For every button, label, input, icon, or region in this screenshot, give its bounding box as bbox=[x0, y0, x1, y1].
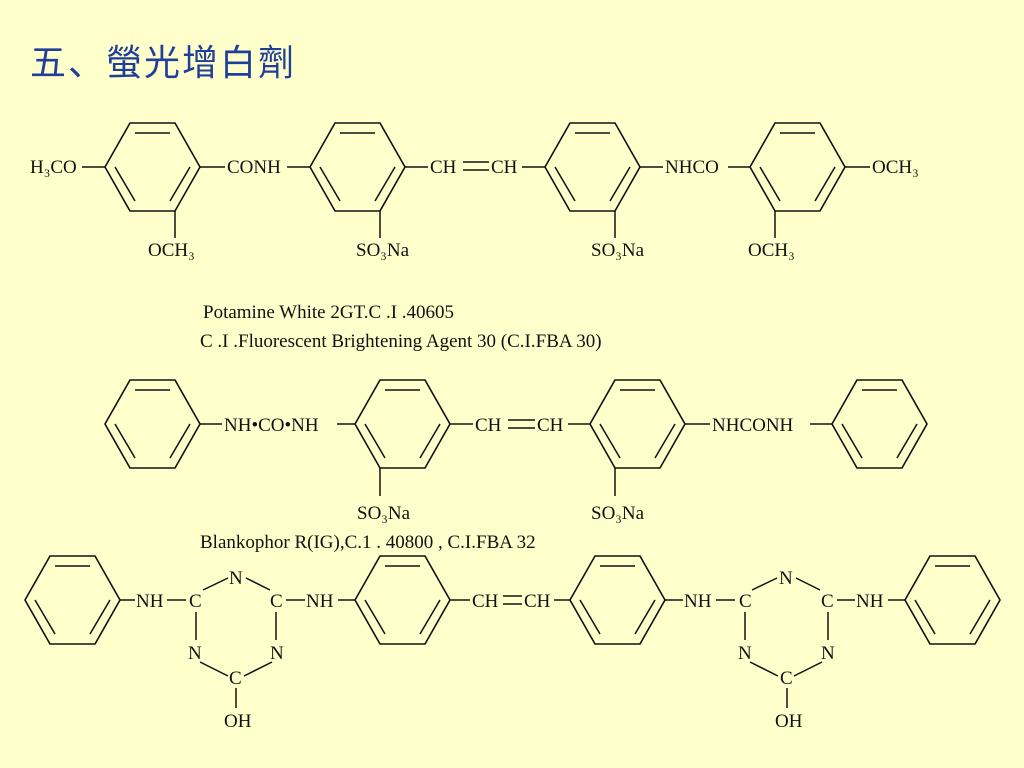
s3-right-triazine-bonds bbox=[744, 577, 829, 708]
s1-label-och3-sub-left: OCH₃ bbox=[148, 240, 195, 261]
s2-ring-3-inner bbox=[599, 389, 676, 459]
structure-triazine-stilbene: NH C N C NH N N C OH CH CH NH C N C NH N… bbox=[24, 555, 1001, 732]
s1-caption-line-1: Potamine White 2GT.C .I .40605 bbox=[203, 302, 454, 323]
s1-label-conh: CONH bbox=[227, 157, 281, 178]
s3-ring-2-inner bbox=[364, 565, 441, 635]
s3-label-nh-3: NH bbox=[684, 591, 712, 612]
s3-label-nh-1: NH bbox=[136, 591, 164, 612]
s1-label-so3na-right: SO₃Na bbox=[591, 240, 645, 261]
s2-label-nhconh-right: NHCONH bbox=[712, 415, 794, 436]
s3-left-triazine-bonds bbox=[195, 577, 277, 708]
s1-caption-line-2: C .I .Fluorescent Brightening Agent 30 (… bbox=[200, 331, 602, 352]
s3-label-nh-2: NH bbox=[306, 591, 334, 612]
s3-label-c-r2: C bbox=[821, 591, 834, 612]
s3-label-oh-left: OH bbox=[224, 711, 252, 732]
s2-caption-line-1: Blankophor R(IG),C.1 . 40800 , C.I.FBA 3… bbox=[200, 532, 536, 553]
s3-label-n-rtop: N bbox=[779, 568, 793, 589]
s3-label-c-r1: C bbox=[739, 591, 752, 612]
s3-label-nh-4: NH bbox=[856, 591, 884, 612]
s2-ring-1-inner bbox=[114, 389, 191, 459]
s1-label-och3-end: OCH₃ bbox=[872, 157, 919, 178]
s3-ring-2 bbox=[354, 555, 451, 645]
s3-ring-3-inner bbox=[579, 565, 656, 635]
s3-label-n-l-bl: N bbox=[188, 643, 202, 664]
s3-ring-1-inner bbox=[34, 565, 111, 635]
s3-chain-bonds bbox=[120, 595, 905, 605]
s1-ring-3-inner bbox=[554, 132, 631, 202]
s2-ring-2-inner bbox=[364, 389, 441, 459]
s2-ring-3 bbox=[589, 379, 686, 469]
s2-label-ch-right: CH bbox=[537, 415, 564, 436]
s2-label-ch-left: CH bbox=[475, 415, 502, 436]
s3-label-ch-right: CH bbox=[524, 591, 551, 612]
s3-label-c-r-bot: C bbox=[780, 668, 793, 689]
s1-label-so3na-left: SO₃Na bbox=[356, 240, 410, 261]
s1-ring-1-inner bbox=[114, 132, 191, 202]
structure-potamine-white: H₃CO CONH CH CH NHCO OCH₃ OCH₃ SO₃Na SO₃… bbox=[30, 122, 919, 352]
s3-ring-4-inner bbox=[914, 565, 991, 635]
s1-bonds bbox=[82, 161, 870, 238]
s3-label-n-r-br: N bbox=[821, 643, 835, 664]
s3-label-n-l-br: N bbox=[270, 643, 284, 664]
s2-bonds bbox=[200, 419, 832, 496]
s3-label-ch-left: CH bbox=[472, 591, 499, 612]
s2-ring-4-inner bbox=[841, 389, 918, 459]
s2-label-nhconh-left: NH•CO•NH bbox=[224, 415, 319, 436]
s1-ring-2-inner bbox=[319, 132, 396, 202]
s3-ring-4 bbox=[904, 555, 1001, 645]
s1-label-ch-left: CH bbox=[430, 157, 457, 178]
s3-label-c-l-bot: C bbox=[229, 668, 242, 689]
s2-ring-4 bbox=[831, 379, 928, 469]
s3-ring-3 bbox=[569, 555, 666, 645]
s1-label-och3-sub-right: OCH₃ bbox=[748, 240, 795, 261]
s1-ring-2 bbox=[309, 122, 406, 212]
s2-label-so3na-right: SO₃Na bbox=[591, 503, 645, 524]
s1-label-nhco: NHCO bbox=[665, 157, 719, 178]
s1-ring-4 bbox=[749, 122, 846, 212]
s2-ring-1 bbox=[104, 379, 201, 469]
s3-label-n-ltop: N bbox=[229, 568, 243, 589]
s3-label-c-l1: C bbox=[189, 591, 202, 612]
s1-label-h3co: H₃CO bbox=[30, 157, 77, 178]
s1-ring-3 bbox=[544, 122, 641, 212]
structure-blankophor-r: NH•CO•NH CH CH NHCONH SO₃Na SO₃Na Blanko… bbox=[104, 379, 928, 553]
s2-label-so3na-left: SO₃Na bbox=[357, 503, 411, 524]
s3-label-n-r-bl: N bbox=[738, 643, 752, 664]
s3-label-c-l2: C bbox=[270, 591, 283, 612]
s3-label-oh-right: OH bbox=[775, 711, 803, 732]
s1-ring-4-inner bbox=[759, 132, 836, 202]
slide-title: 五、螢光增白劑 bbox=[30, 43, 297, 84]
s2-ring-2 bbox=[354, 379, 451, 469]
s1-label-ch-right: CH bbox=[491, 157, 518, 178]
s1-ring-1 bbox=[104, 122, 201, 212]
s3-ring-1 bbox=[24, 555, 121, 645]
